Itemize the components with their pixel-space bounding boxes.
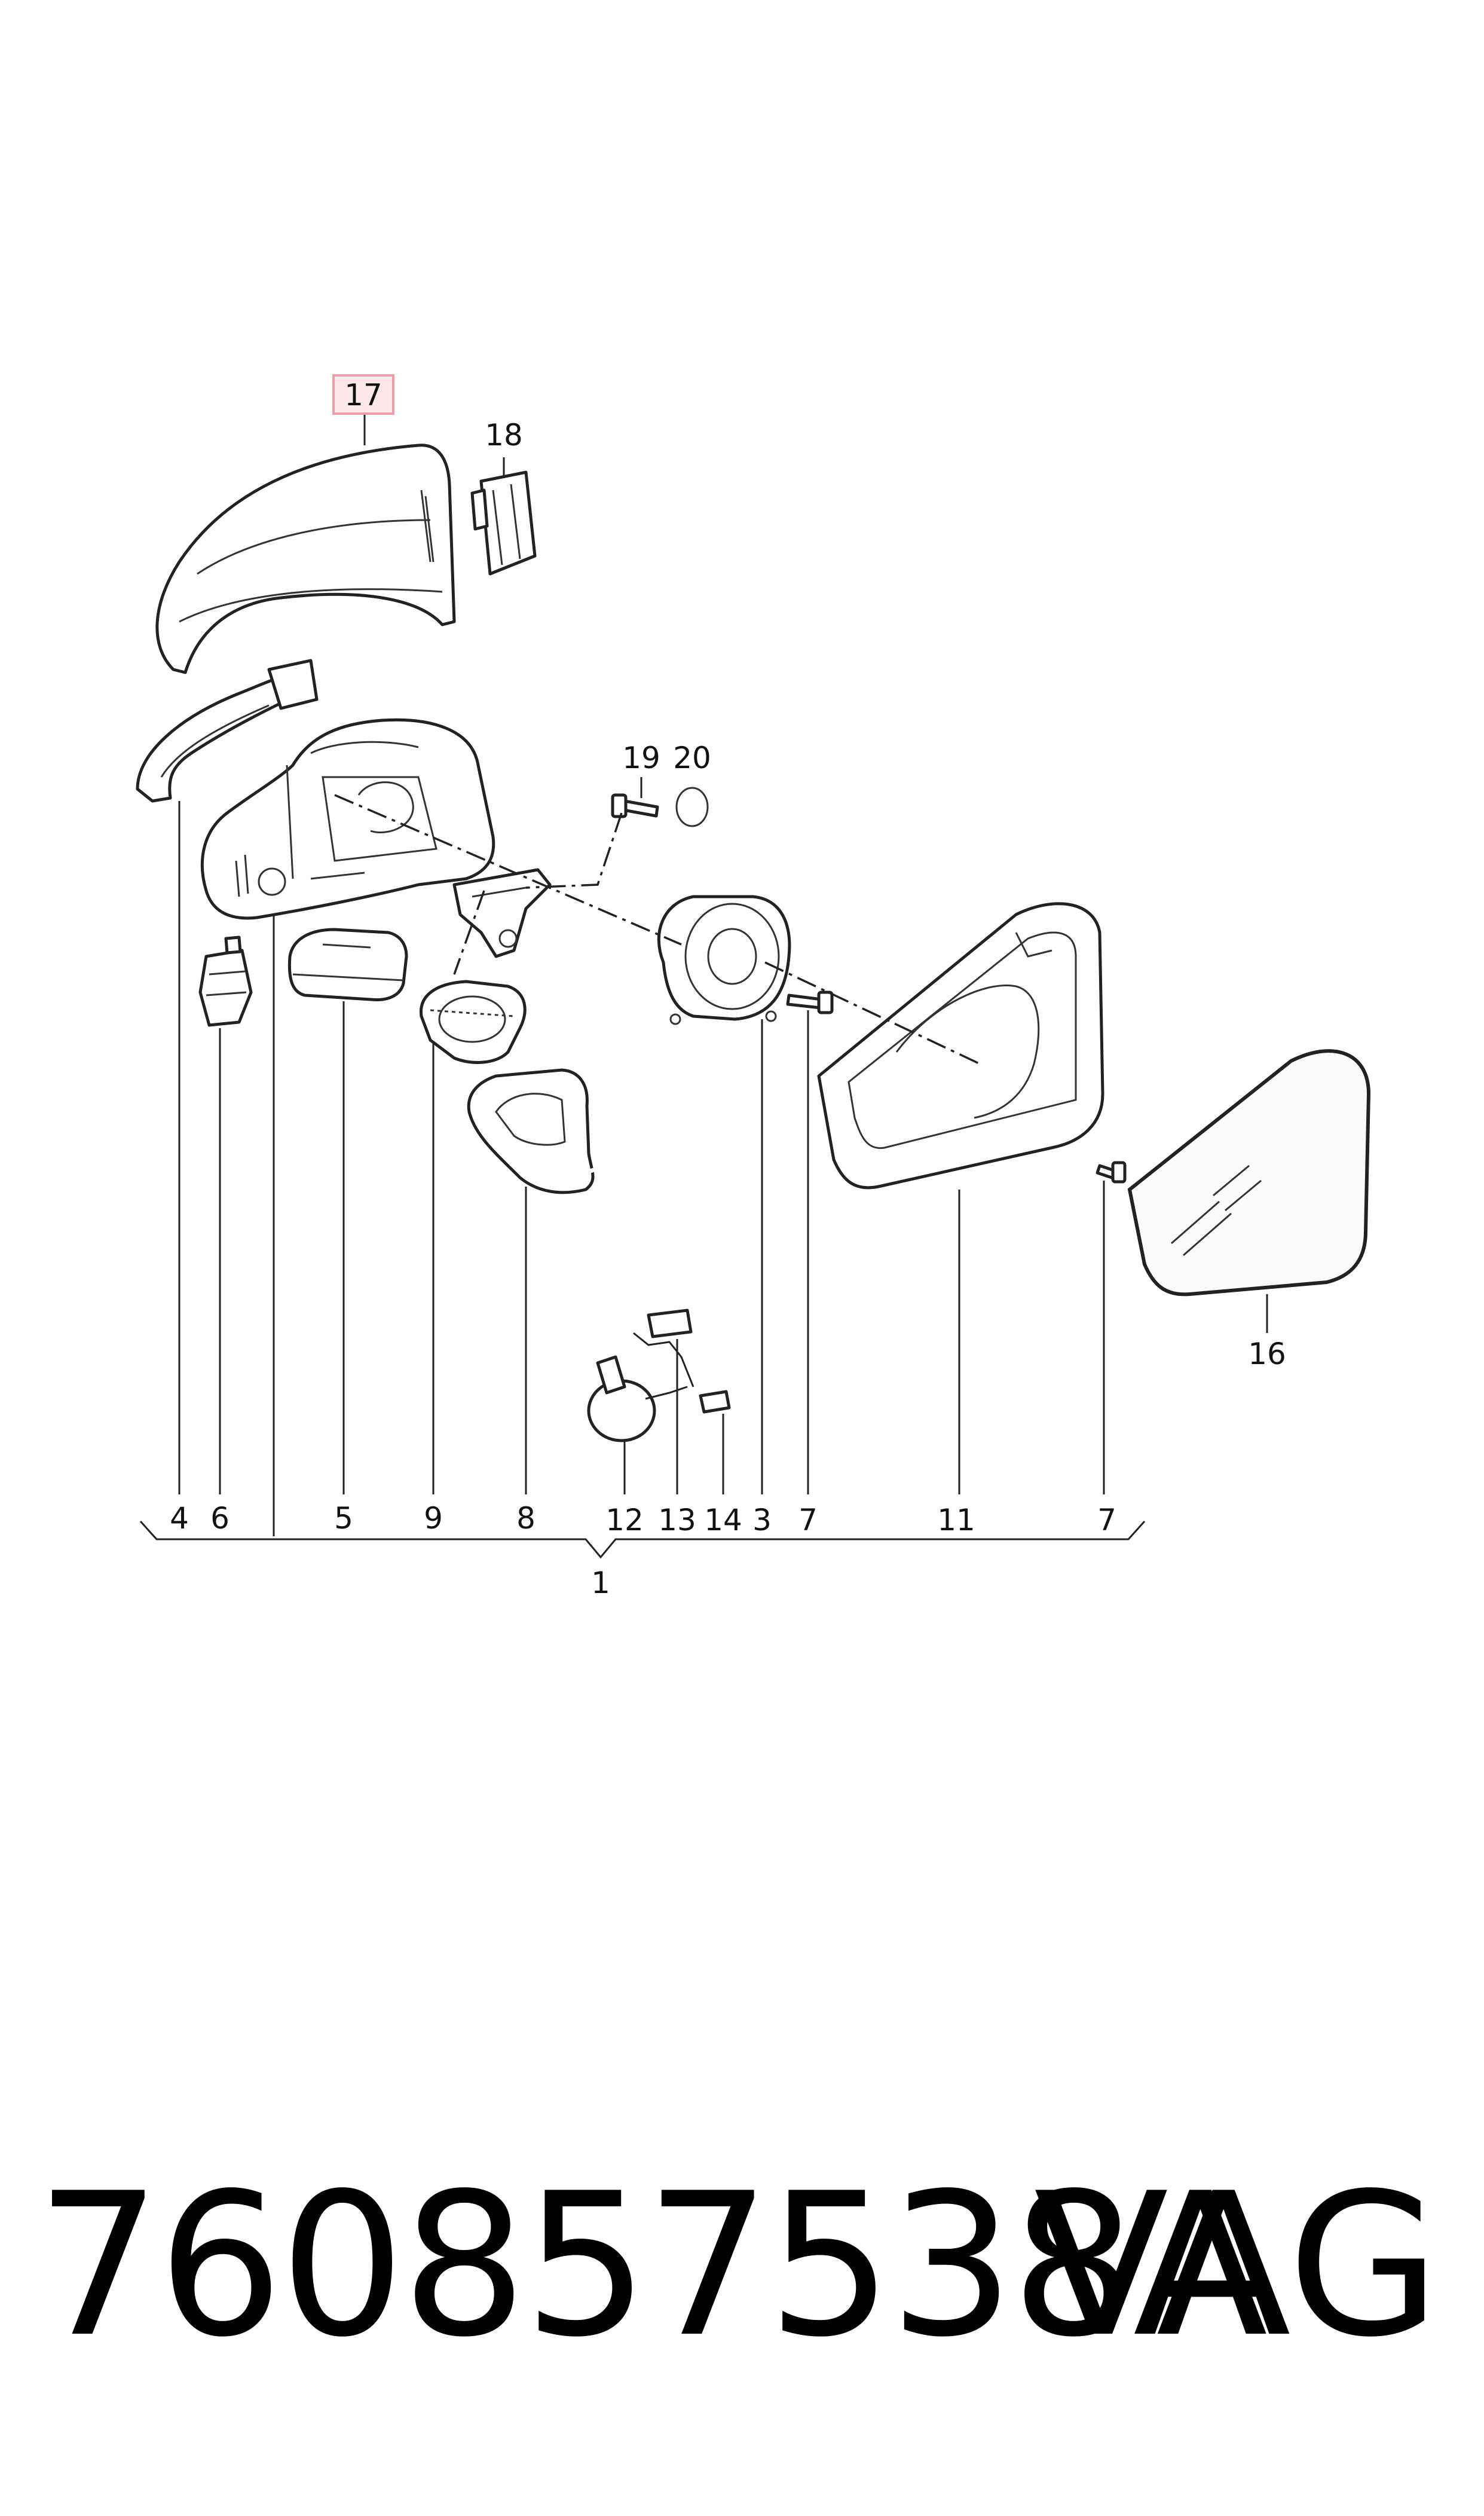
- screw-part-19[interactable]: [611, 793, 659, 818]
- callout-7-lower[interactable]: 7: [1097, 1503, 1116, 1537]
- callout-5[interactable]: 5: [334, 1501, 353, 1536]
- callout-20[interactable]: 20: [673, 741, 711, 775]
- gasket-part-9[interactable]: [419, 980, 527, 1064]
- callout-18[interactable]: 18: [485, 418, 523, 453]
- turn-signal-part-4[interactable]: [136, 659, 319, 803]
- callout-11[interactable]: 11: [937, 1503, 975, 1537]
- callout-19[interactable]: 19: [622, 741, 660, 775]
- mirror-base-bracket[interactable]: [452, 868, 552, 958]
- callout-4[interactable]: 4: [170, 1501, 189, 1536]
- leader-lines: [178, 412, 1268, 1536]
- callout-16[interactable]: 16: [1248, 1337, 1286, 1371]
- lamp-socket-part-6[interactable]: [198, 936, 253, 1027]
- callout-9[interactable]: 9: [424, 1501, 443, 1536]
- control-unit-part-5[interactable]: [287, 928, 408, 1002]
- screw-part-7-lower[interactable]: [1096, 1161, 1127, 1184]
- footer: 760857538A VAG: [24, 2140, 1458, 2391]
- callout-14[interactable]: 14: [704, 1503, 742, 1537]
- wiring-harness-part-12[interactable]: [587, 1163, 731, 1442]
- o-ring-part-20[interactable]: [675, 787, 709, 827]
- screw-part-7-upper[interactable]: [786, 990, 834, 1014]
- mirror-foot-part-8[interactable]: [467, 1068, 595, 1194]
- brand-name: VAG: [1033, 2151, 1440, 2380]
- callout-6[interactable]: 6: [210, 1501, 230, 1536]
- mirror-glass-part-16[interactable]: [1127, 1049, 1371, 1297]
- glass-housing-part-11[interactable]: [817, 902, 1104, 1190]
- adjustment-motor-part-3[interactable]: [657, 895, 791, 1025]
- mirror-housing[interactable]: [200, 718, 495, 920]
- callout-8[interactable]: 8: [516, 1501, 536, 1536]
- callout-17[interactable]: 17: [344, 378, 383, 412]
- callout-labels: 17 18 19 20 16 4 6 5 9 8 12 13 14 3 7 11…: [170, 378, 1286, 1600]
- callout-3[interactable]: 3: [752, 1503, 772, 1537]
- clip-part-18[interactable]: [470, 470, 537, 576]
- callout-7-upper[interactable]: 7: [798, 1503, 818, 1537]
- assembly-axis-lines: [334, 794, 981, 1065]
- callout-12[interactable]: 12: [605, 1503, 644, 1537]
- callout-13[interactable]: 13: [658, 1503, 696, 1537]
- assembly-bracket: [139, 1520, 1146, 1559]
- callout-1[interactable]: 1: [591, 1566, 610, 1600]
- highlight-box-17: [332, 374, 394, 415]
- part-number: 760857538A: [36, 2151, 1268, 2380]
- mirror-cap-part-17[interactable]: [155, 444, 456, 674]
